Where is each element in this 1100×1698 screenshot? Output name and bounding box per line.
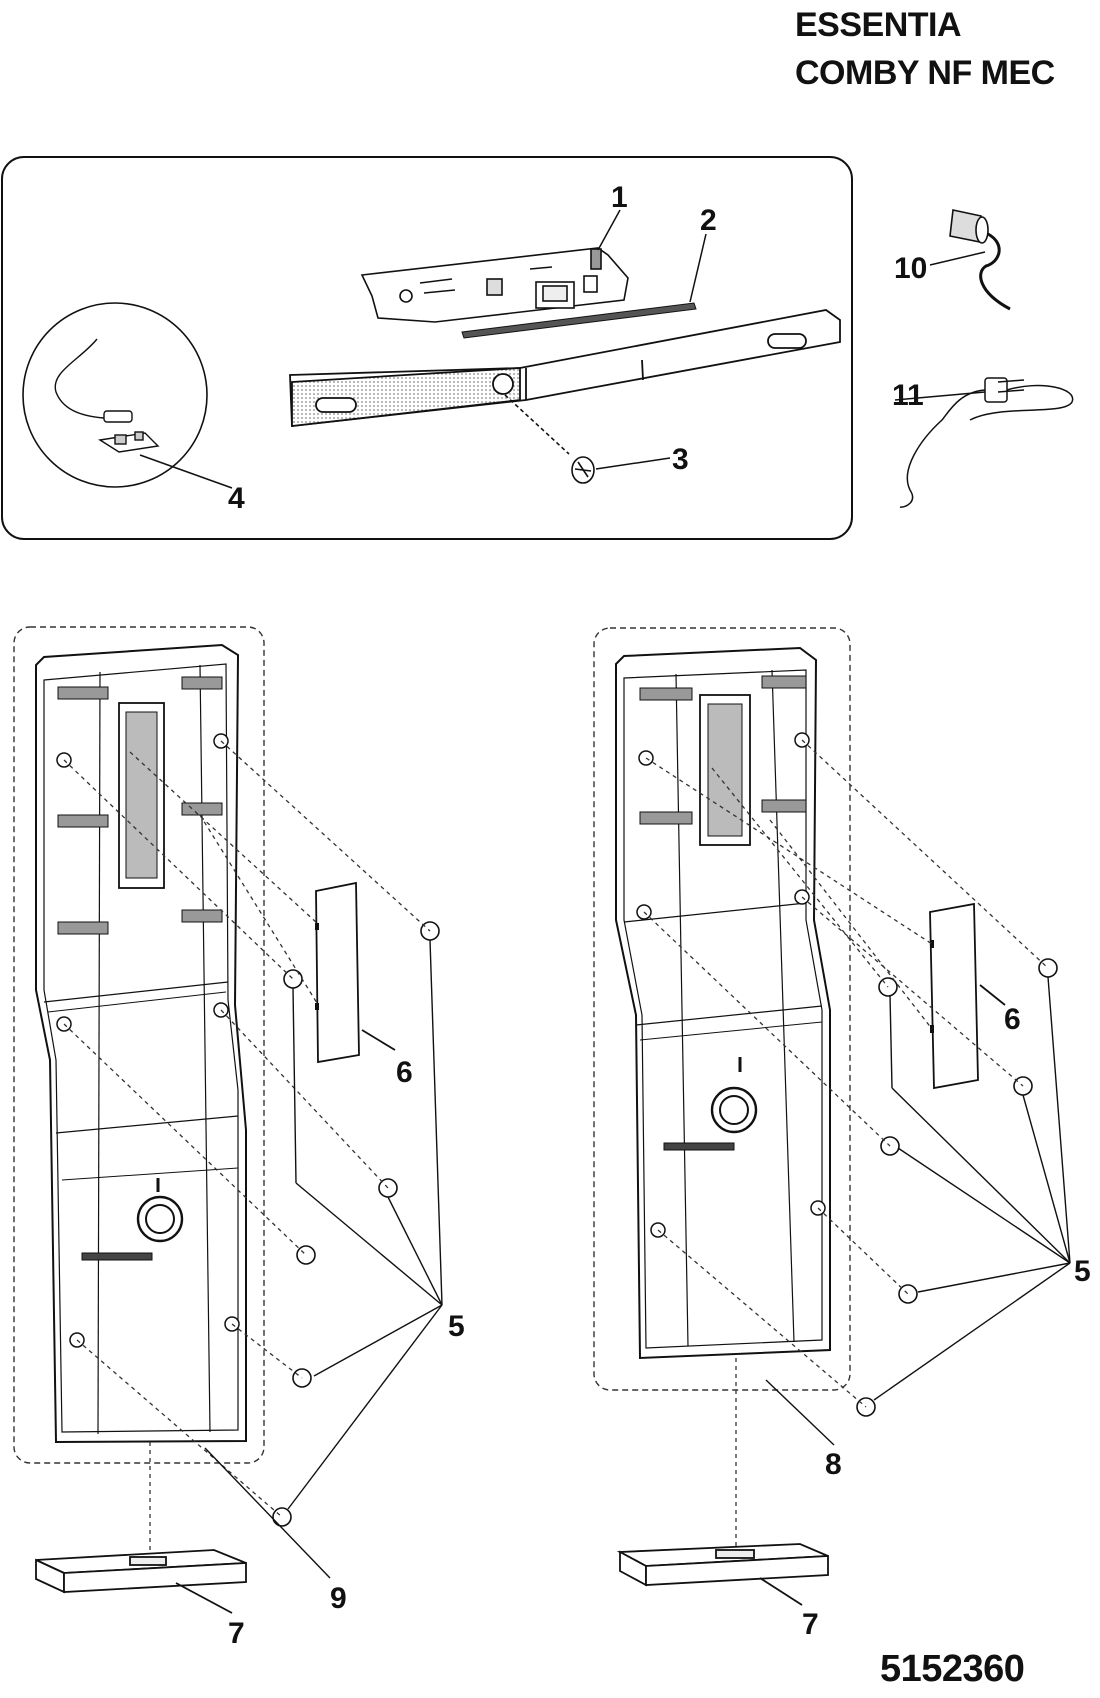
screw-icon <box>504 394 595 484</box>
callout-2: 2 <box>700 204 717 237</box>
upper-assembly-frame <box>1 156 853 540</box>
callout-6-left: 6 <box>396 1056 413 1089</box>
power-cord-icon <box>894 377 1074 508</box>
callout-1: 1 <box>611 181 628 214</box>
callout-7-left: 7 <box>228 1617 245 1650</box>
control-panel-icon <box>615 646 831 1360</box>
callout-11: 11 <box>892 379 924 412</box>
cover-plate-icon <box>929 902 1006 1090</box>
leader-lines-right <box>765 976 1071 1446</box>
dashed-guides-right <box>643 739 1049 1560</box>
capacitor-icon <box>929 209 1011 311</box>
base-plate-icon <box>35 1549 247 1614</box>
panel-group-left <box>13 626 265 1464</box>
document-number: 5152360 <box>880 1648 1025 1690</box>
control-housing-icon <box>289 309 841 428</box>
callout-7-right: 7 <box>802 1608 819 1641</box>
callout-4: 4 <box>228 482 245 515</box>
control-board-icon <box>360 247 629 323</box>
base-plate-icon <box>616 1543 829 1606</box>
cover-plate-icon <box>315 881 396 1064</box>
callout-5-right: 5 <box>1074 1255 1091 1288</box>
callout-9: 9 <box>330 1582 347 1615</box>
callout-6-right: 6 <box>1004 1003 1021 1036</box>
gasket-strip-icon <box>461 302 697 339</box>
dashed-guides-left <box>63 740 431 1570</box>
model-title-line1: ESSENTIA <box>795 6 962 44</box>
model-title-line2: COMBY NF MEC <box>795 54 1055 92</box>
callout-8: 8 <box>825 1448 842 1481</box>
callout-5-left: 5 <box>448 1310 465 1343</box>
detail-circle <box>22 302 208 488</box>
panel-group-right <box>593 627 851 1391</box>
control-panel-icon <box>35 643 247 1444</box>
callout-3: 3 <box>672 443 689 476</box>
door-switch-icon <box>54 338 233 489</box>
callout-10: 10 <box>894 252 927 285</box>
leader-lines-left <box>204 939 443 1579</box>
